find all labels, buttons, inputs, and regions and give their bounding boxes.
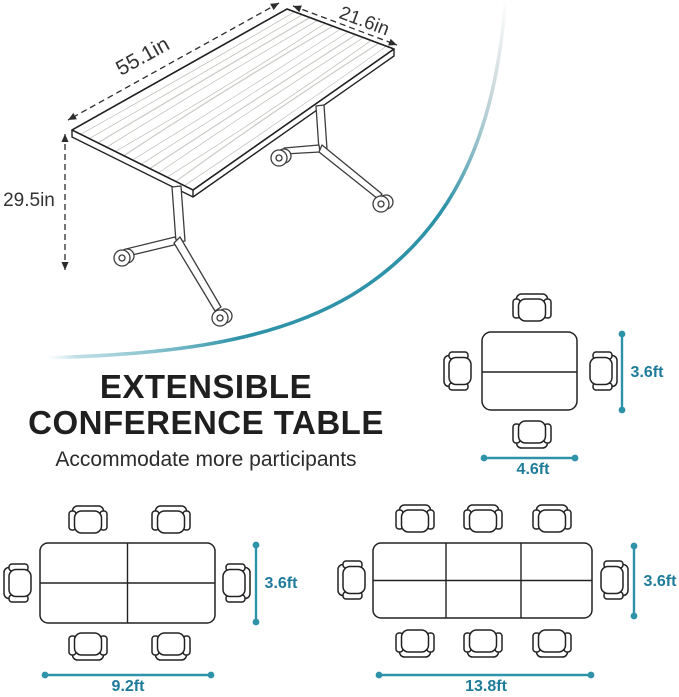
- diagram-single-table: [443, 293, 626, 462]
- headline-subtitle: Accommodate more participants: [55, 448, 357, 471]
- chair-icon: [443, 351, 472, 391]
- chair-icon: [589, 351, 618, 391]
- width-dimension: [618, 330, 626, 414]
- chair-icon: [151, 632, 191, 661]
- chair-icon: [395, 629, 435, 658]
- chair-icon: [512, 420, 552, 449]
- chair-icon: [337, 560, 366, 600]
- headline: EXTENSIBLE CONFERENCE TABLE Accommodate …: [0, 369, 412, 472]
- triple-length-label: 13.8ft: [465, 678, 507, 695]
- chair-icon: [3, 563, 32, 603]
- chair-icon: [463, 629, 503, 658]
- table-3d-illustration: [61, 2, 398, 327]
- headline-line2: CONFERENCE TABLE: [28, 404, 384, 441]
- headline-line1: EXTENSIBLE: [99, 368, 313, 405]
- chair-icon: [512, 293, 552, 322]
- chair-icon: [395, 504, 435, 533]
- caster-icon: [211, 308, 233, 327]
- length-dimension: [41, 671, 215, 679]
- width-dimension: [630, 542, 638, 620]
- caster-icon: [113, 248, 135, 267]
- double-length-label: 9.2ft: [111, 678, 145, 695]
- table-leg-front: [113, 185, 233, 327]
- chair-icon: [532, 504, 572, 533]
- length-dimension: [480, 454, 579, 462]
- teal-arc: [46, 0, 508, 360]
- chair-icon: [532, 629, 572, 658]
- single-width-label: 3.6ft: [630, 364, 664, 381]
- caster-icon: [270, 148, 292, 167]
- depth-dimension-line: [292, 5, 398, 46]
- triple-width-label: 3.6ft: [643, 573, 677, 590]
- length-dimension: [375, 671, 595, 679]
- chair-icon: [463, 504, 503, 533]
- diagram-triple-table: [337, 504, 638, 679]
- chair-icon: [68, 632, 108, 661]
- double-width-label: 3.6ft: [264, 575, 298, 592]
- table-top-view: [481, 331, 578, 411]
- length-dimension-line: [67, 2, 280, 121]
- width-dimension: [252, 541, 260, 626]
- table-leg-rear: [270, 104, 394, 213]
- caster-icon: [372, 194, 394, 213]
- diagram-double-table: [3, 505, 260, 679]
- chair-icon: [222, 563, 251, 603]
- chair-icon: [600, 560, 629, 600]
- single-length-label: 4.6ft: [516, 461, 550, 478]
- chair-icon: [68, 505, 108, 534]
- height-dimension-label: 29.5in: [3, 190, 55, 211]
- chair-icon: [151, 505, 191, 534]
